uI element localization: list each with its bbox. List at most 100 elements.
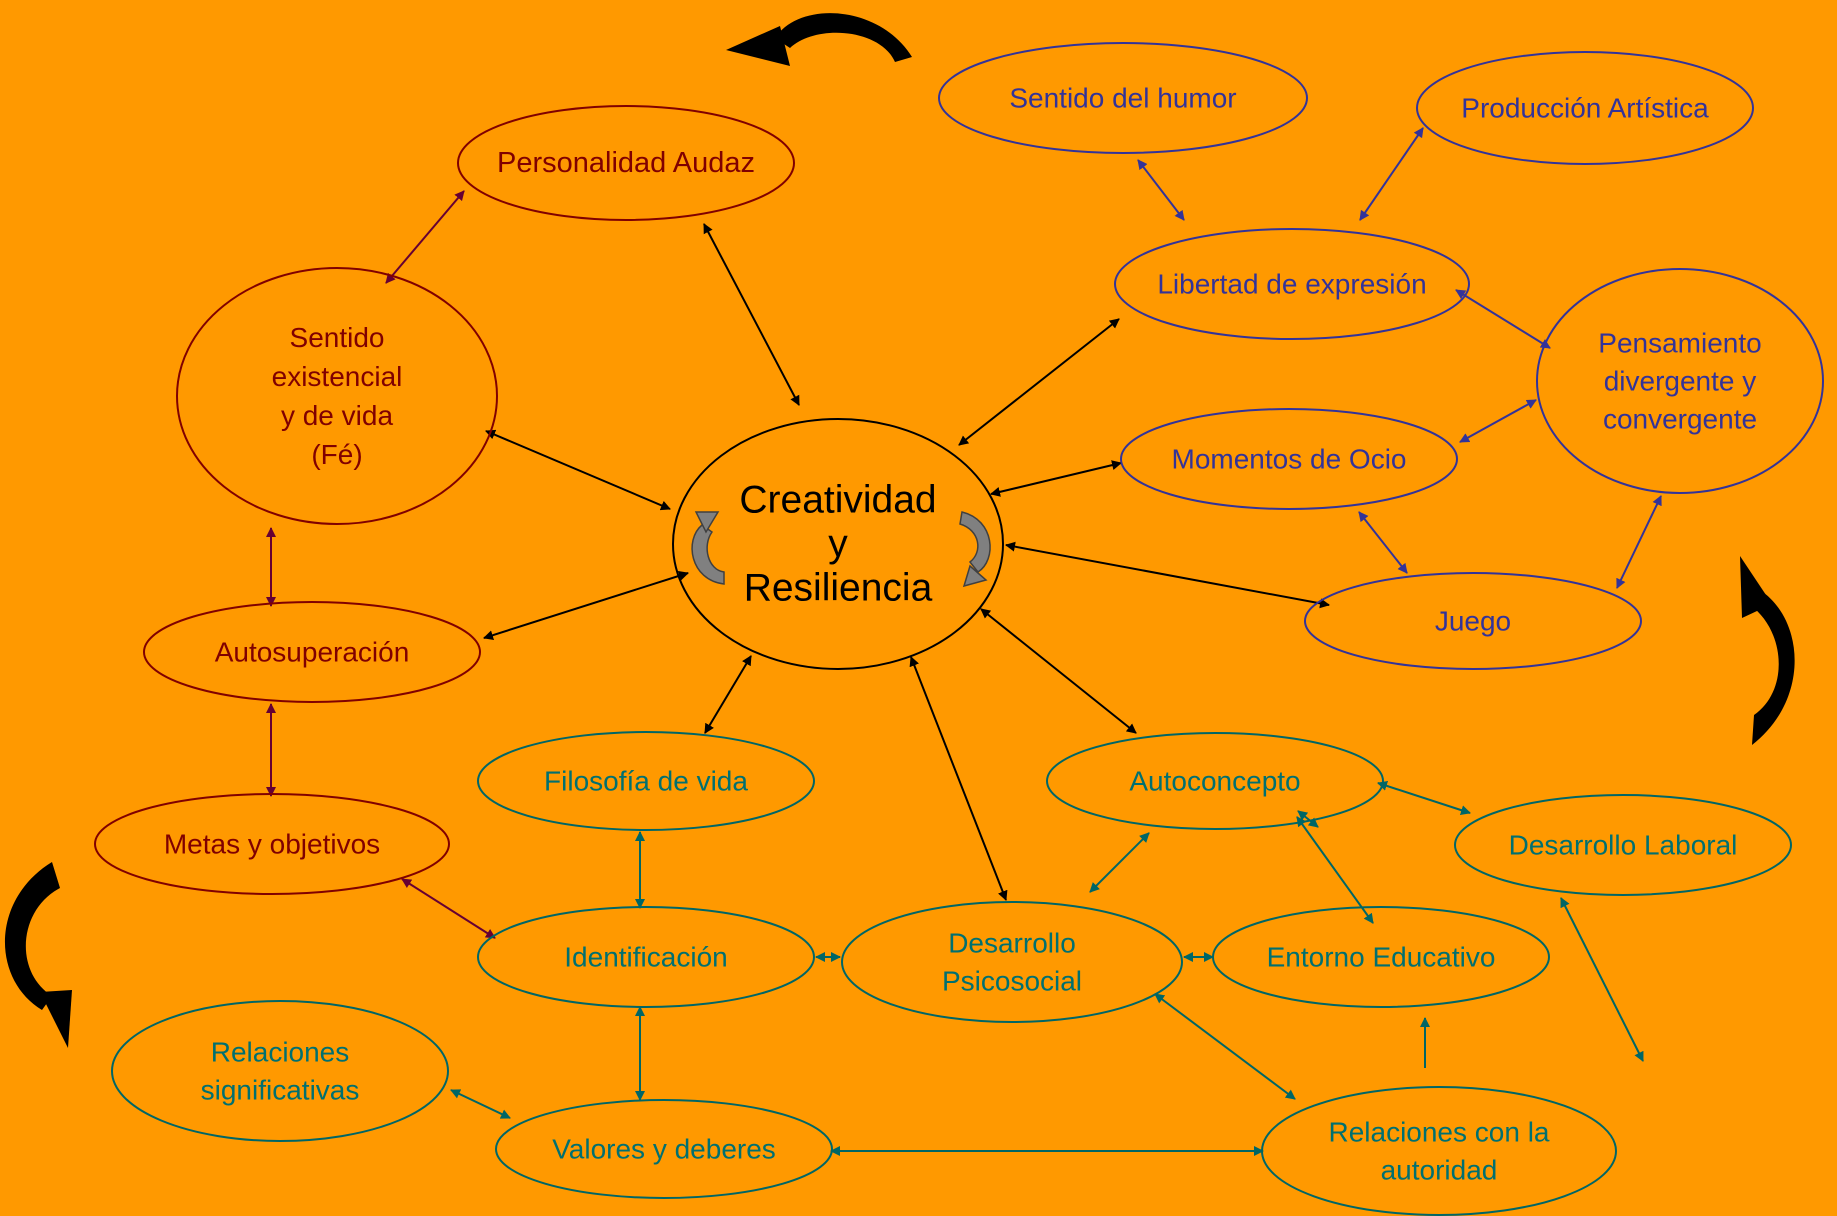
curved-arrow-icon: [726, 13, 912, 66]
node-juego: Juego: [1304, 572, 1642, 670]
node-label: Metas y objetivos: [164, 829, 380, 860]
node-label: Relaciones con la: [1328, 1117, 1549, 1148]
node-label: Autoconcepto: [1129, 766, 1300, 797]
connector-arrow: [450, 1089, 511, 1119]
connector-arrow: [1296, 816, 1374, 924]
connector-arrow: [1005, 541, 1330, 609]
node-humor: Sentido del humor: [938, 42, 1308, 154]
node-ellipse: [94, 793, 450, 895]
curved-arrow-icon: [4, 862, 72, 1048]
node-label: Autosuperación: [215, 637, 410, 668]
node-label: y de vida: [281, 400, 393, 431]
node-label: significativas: [201, 1075, 360, 1106]
connector-arrow: [704, 655, 752, 734]
swirl-arrow-icon: [691, 511, 725, 585]
node-ellipse: [1046, 732, 1384, 830]
node-label: Creatividad: [739, 479, 936, 522]
node-autoconcepto: Autoconcepto: [1046, 732, 1384, 830]
connector-arrow: [1137, 159, 1185, 221]
connector-arrow: [1459, 399, 1537, 443]
node-libertad: Libertad de expresión: [1114, 228, 1470, 340]
node-label: Valores y deberes: [552, 1134, 776, 1165]
connector-arrow: [909, 656, 1008, 901]
node-ocio: Momentos de Ocio: [1120, 408, 1458, 510]
node-ellipse: [477, 731, 815, 831]
swirl-arrow-icon: [959, 511, 991, 588]
node-ellipse: [672, 418, 1004, 670]
node-ellipse: [1536, 268, 1824, 494]
node-label: convergente: [1603, 404, 1757, 435]
connector-arrow: [980, 608, 1137, 734]
connector-arrow: [385, 190, 465, 284]
node-label: Sentido del humor: [1009, 83, 1236, 114]
connector-arrow: [958, 318, 1120, 446]
node-label: Resiliencia: [744, 567, 933, 610]
connector-arrow: [483, 570, 689, 641]
node-ellipse: [143, 601, 481, 703]
node-label: Momentos de Ocio: [1172, 444, 1407, 475]
node-valores: Valores y deberes: [495, 1099, 833, 1199]
connector-arrow: [1089, 832, 1150, 893]
node-ellipse: [111, 1000, 449, 1142]
node-label: Juego: [1435, 606, 1511, 637]
node-label: Desarrollo: [948, 928, 1076, 959]
node-autosuperacion: Autosuperación: [143, 601, 481, 703]
node-filosofia: Filosofía de vida: [477, 731, 815, 831]
connector-arrow: [1154, 993, 1296, 1100]
curved-arrow-icon: [1740, 556, 1795, 745]
connector-arrow: [990, 460, 1122, 497]
node-ellipse: [1212, 906, 1550, 1008]
node-ellipse: [477, 906, 815, 1008]
node-label: Personalidad Audaz: [497, 147, 755, 179]
node-label: Psicosocial: [942, 966, 1082, 997]
node-label: Entorno Educativo: [1267, 942, 1496, 973]
node-ellipse: [1114, 228, 1470, 340]
node-ellipse: [457, 105, 795, 221]
node-label: Pensamiento: [1598, 328, 1761, 359]
connector-arrow: [1358, 511, 1408, 574]
node-ellipse: [1454, 794, 1792, 896]
node-label: Sentido: [290, 322, 385, 353]
connector-arrow: [703, 223, 800, 406]
node-personalidad: Personalidad Audaz: [457, 105, 795, 221]
connector-arrow: [485, 429, 671, 511]
connector-arrow: [1560, 897, 1644, 1062]
node-ellipse: [1304, 572, 1642, 670]
node-ellipse: [841, 901, 1183, 1023]
node-ellipse: [1261, 1086, 1617, 1216]
node-identificacion: Identificación: [477, 906, 815, 1008]
node-label: Desarrollo Laboral: [1509, 830, 1738, 861]
decorations: [4, 13, 1795, 1048]
node-ellipse: [495, 1099, 833, 1199]
node-metas: Metas y objetivos: [94, 793, 450, 895]
node-ellipse: [176, 267, 498, 525]
node-laboral: Desarrollo Laboral: [1454, 794, 1792, 896]
node-ellipse: [938, 42, 1308, 154]
node-entorno: Entorno Educativo: [1212, 906, 1550, 1008]
node-ellipse: [1120, 408, 1458, 510]
connector-arrow: [1359, 127, 1424, 221]
connector-arrow: [1455, 289, 1551, 349]
node-label: (Fé): [311, 439, 362, 470]
node-label: Libertad de expresión: [1157, 269, 1426, 300]
node-label: Relaciones: [211, 1037, 350, 1068]
node-sentido-existencial: Sentido existencial y de vida (Fé): [176, 267, 498, 525]
node-label: y: [828, 523, 848, 566]
connector-arrow: [1616, 495, 1662, 589]
connector-lines: [266, 127, 1662, 1156]
node-label: Filosofía de vida: [544, 766, 748, 797]
connector-arrow: [1377, 781, 1471, 815]
connector-arrow: [401, 878, 496, 939]
node-relaciones-sig: Relaciones significativas: [111, 1000, 449, 1142]
node-label: existencial: [272, 361, 403, 392]
node-produccion: Producción Artística: [1416, 51, 1754, 165]
node-label: Identificación: [564, 942, 727, 973]
node-label: Producción Artística: [1461, 93, 1709, 124]
node-ellipse: [1416, 51, 1754, 165]
